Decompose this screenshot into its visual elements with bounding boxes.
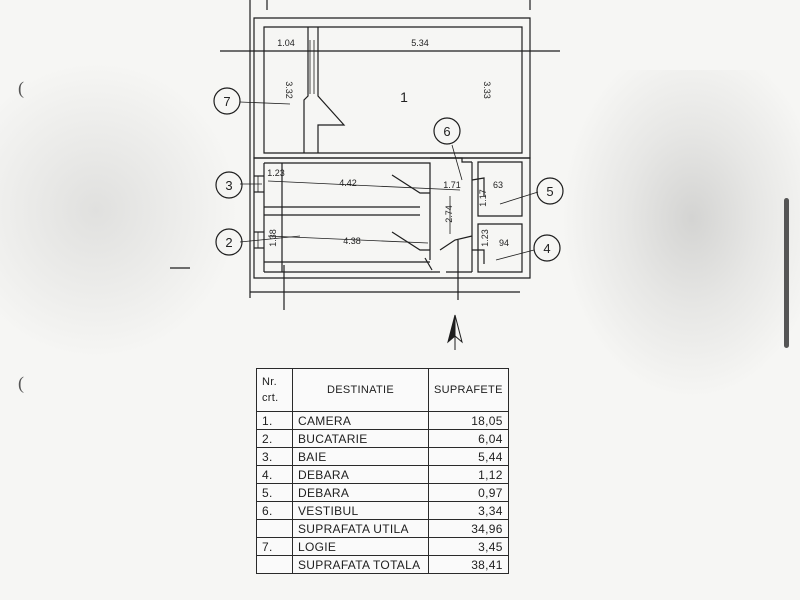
row-destinatie: BAIE [292,447,429,466]
area-table: Nr. crt. DESTINATIE SUPRAFETE 1. CAMERA 1… [256,368,509,574]
north-arrow-icon [448,315,462,350]
door-swing [392,175,430,193]
dim-bath-width: 1.23 [267,168,285,178]
door-swing [392,232,430,250]
dim-hall-length: 2.74 [444,205,454,223]
dim-closet5-height: 1.17 [478,189,488,207]
row-destinatie: VESTIBUL [292,501,429,520]
table-row: 7. LOGIE 3,45 [256,537,509,556]
row-nr-blank [256,519,293,538]
leader-line [496,250,534,260]
dim-kitchen-length: 4.38 [343,236,361,246]
partition-wall [304,27,308,153]
table-row: 6. VESTIBUL 3,34 [256,501,509,520]
room-label-1: 1 [400,89,408,105]
door-swing [472,250,484,264]
row-suprafata: 6,04 [428,429,509,448]
row-suprafata: 3,34 [428,501,509,520]
row-destinatie: CAMERA [292,411,429,430]
row-destinatie: DEBARA [292,465,429,484]
header-nr-line2: crt. [262,392,279,404]
leader-line [452,145,462,180]
room-label-4: 4 [543,241,550,256]
room-label-circle-5 [536,177,564,205]
dim-top: 5.34 [411,38,429,48]
wall [420,163,430,175]
dim-closet5-width: 63 [493,180,503,190]
dim-right-height: 3.33 [482,81,492,99]
row-nr: 3. [256,447,293,466]
room-label-2: 2 [225,235,232,250]
row-suprafata: 0,97 [428,483,509,502]
row-nr: 4. [256,465,293,484]
row-nr: 1. [256,411,293,430]
closet-5 [478,162,522,216]
room-label-circle-6 [433,117,461,145]
room-label-circle-2 [215,228,243,256]
dim-closet4-height: 1.23 [480,229,490,247]
punch-hole-mark: ( [18,78,24,98]
header-nr: Nr. crt. [256,368,293,412]
room-label-7: 7 [223,94,230,109]
row-nr-blank [256,555,293,574]
door-swing [425,258,432,270]
room-label-6: 6 [443,124,450,139]
header-suprafete: SUPRAFETE [428,368,509,412]
table-row-totala: SUPRAFATA TOTALA 38,41 [256,555,509,574]
table-row: 4. DEBARA 1,12 [256,465,509,484]
row-suprafata: 18,05 [428,411,509,430]
punch-hole-mark: ( [18,373,24,393]
suprafata-totala-value: 38,41 [428,555,509,574]
dim-top-left: 1.04 [277,38,295,48]
closet-4 [478,224,522,272]
room-label-circle-4 [533,234,561,262]
dim-bath-length: 4.42 [339,178,357,188]
dim-left-height: 3.32 [284,81,294,99]
room-label-circle-7 [213,87,241,115]
wall [430,158,472,162]
suprafata-totala-label: SUPRAFATA TOTALA [292,555,429,574]
dimension-line [268,181,460,190]
table-row: 2. BUCATARIE 6,04 [256,429,509,448]
row-destinatie: BUCATARIE [292,429,429,448]
suprafata-utila-value: 34,96 [428,519,509,538]
header-nr-line1: Nr. [262,376,277,388]
door-swing [440,236,472,250]
row-nr: 5. [256,483,293,502]
table-row: 1. CAMERA 18,05 [256,411,509,430]
table-row-utila: SUPRAFATA UTILA 34,96 [256,519,509,538]
outer-wall [254,158,530,278]
row-nr: 6. [256,501,293,520]
dim-hall-width: 1.71 [443,180,461,190]
row-nr: 2. [256,429,293,448]
door-swing [472,178,484,196]
room-label-3: 3 [225,178,232,193]
suprafata-utila-label: SUPRAFATA UTILA [292,519,429,538]
scrollbar-thumb[interactable] [784,198,789,348]
room-label-5: 5 [546,184,553,199]
leader-line [500,192,538,204]
header-destinatie: DESTINATIE [292,368,429,412]
leader-line [240,102,290,104]
table-row: 3. BAIE 5,44 [256,447,509,466]
partition-wall [318,27,344,153]
room-label-circle-3 [215,171,243,199]
row-suprafata: 5,44 [428,447,509,466]
leader-line [240,236,300,242]
row-destinatie: LOGIE [292,537,429,556]
dim-kitchen-width: 1.38 [268,229,278,247]
inner-wall [264,27,522,153]
row-suprafata: 3,45 [428,537,509,556]
dimension-line [268,236,428,243]
row-destinatie: DEBARA [292,483,429,502]
table-row: 5. DEBARA 0,97 [256,483,509,502]
row-nr: 7. [256,537,293,556]
row-suprafata: 1,12 [428,465,509,484]
dim-closet4-width: 94 [499,238,509,248]
table-header-row: Nr. crt. DESTINATIE SUPRAFETE [256,368,509,412]
